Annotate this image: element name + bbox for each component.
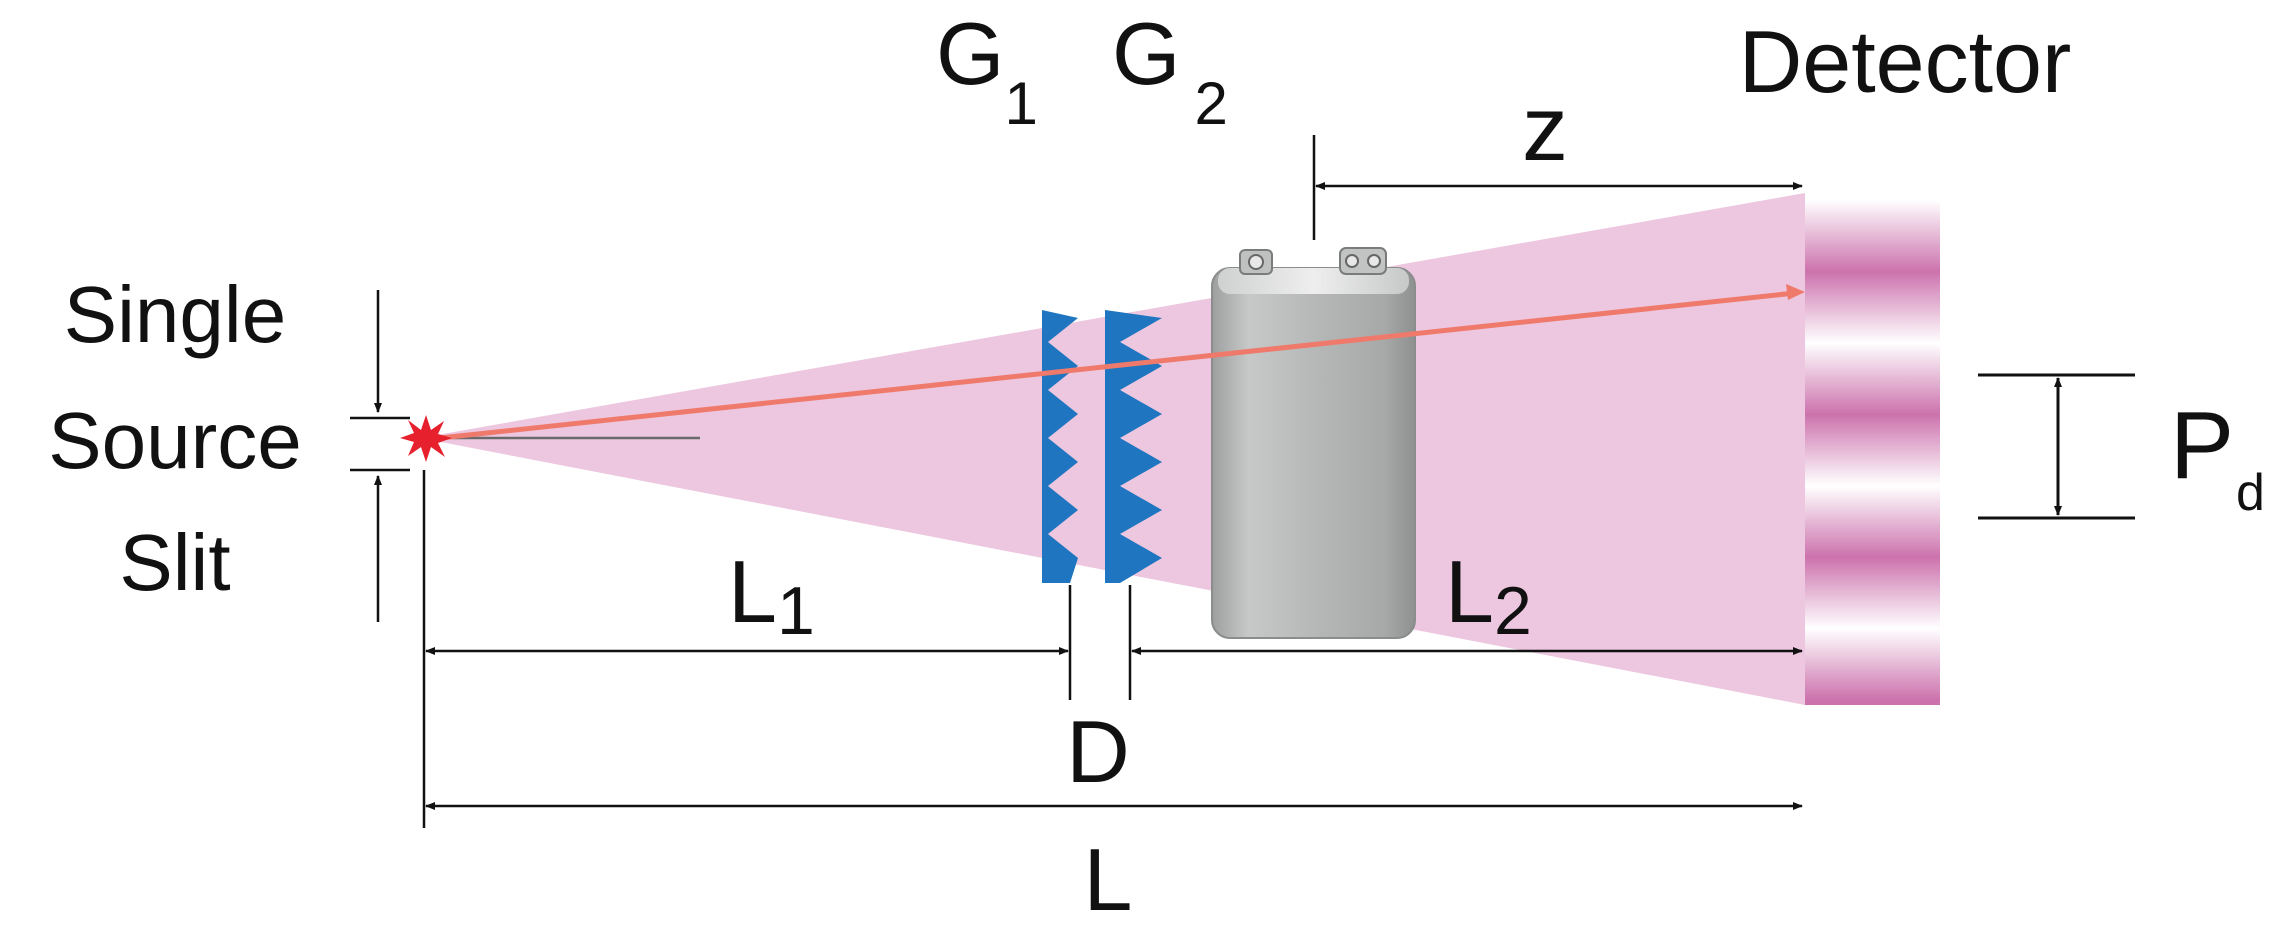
g2-label-sub: 2 bbox=[1194, 70, 1227, 137]
source-label-line2: Source bbox=[48, 396, 301, 485]
pd-label-main: P bbox=[2170, 392, 2234, 499]
slit-width-marker bbox=[350, 290, 410, 622]
l2-label-main: L bbox=[1445, 542, 1494, 641]
battery-terminal-right bbox=[1339, 247, 1387, 275]
source-label-line1: Single bbox=[64, 270, 286, 359]
l1-label: L1 bbox=[728, 542, 815, 649]
ray-line bbox=[439, 290, 1796, 441]
d-label: D bbox=[1066, 702, 1130, 801]
detector-label: Detector bbox=[1739, 12, 2072, 111]
x-ray-beam-cone bbox=[420, 193, 1940, 705]
l2-label: L2 bbox=[1445, 542, 1532, 649]
g2-label: G2 bbox=[1112, 4, 1228, 137]
pd-label: Pd bbox=[2170, 392, 2265, 522]
grating-g1 bbox=[1042, 310, 1078, 583]
l1-label-main: L bbox=[728, 542, 777, 641]
grating-g2 bbox=[1105, 310, 1162, 583]
g1-label-main: G bbox=[936, 4, 1004, 103]
g2-label-main: G bbox=[1112, 4, 1180, 103]
ray-arrowhead bbox=[1786, 284, 1805, 300]
z-label: z bbox=[1522, 78, 1568, 180]
l2-label-sub: 2 bbox=[1494, 573, 1532, 649]
source-burst-icon bbox=[400, 415, 452, 462]
pd-label-sub: d bbox=[2236, 464, 2265, 522]
l1-label-sub: 1 bbox=[777, 573, 815, 649]
g1-label: G1 bbox=[936, 4, 1038, 137]
detector-fringes bbox=[1805, 193, 1940, 705]
l-label: L bbox=[1084, 830, 1133, 925]
g1-label-sub: 1 bbox=[1004, 70, 1037, 137]
battery-terminal-left bbox=[1239, 249, 1273, 275]
source-label-line3: Slit bbox=[119, 518, 230, 607]
battery-sample bbox=[1211, 247, 1416, 639]
